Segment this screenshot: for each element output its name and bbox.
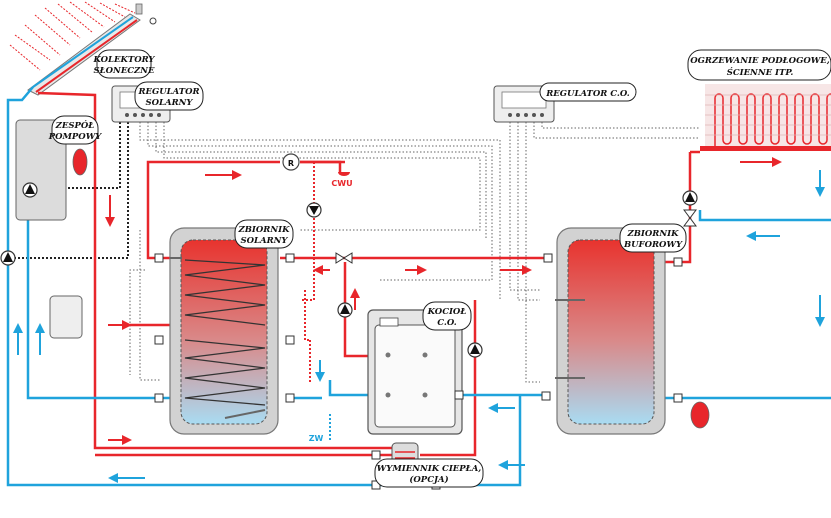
label-buffer-tank-2: BUFOROWY bbox=[623, 240, 683, 250]
regulator-r: R bbox=[282, 153, 300, 171]
label-buffer-tank-1: ZBIORNIK bbox=[627, 229, 680, 239]
solar-tank bbox=[169, 227, 279, 435]
label-cwu: CWU bbox=[331, 179, 352, 188]
label-co-regulator: REGULATOR C.O. bbox=[545, 89, 630, 99]
solar-collector bbox=[27, 3, 157, 96]
co-regulator-device bbox=[493, 85, 555, 123]
valves bbox=[154, 209, 697, 490]
hot-water-outlet bbox=[300, 160, 350, 176]
cold-pipes bbox=[6, 86, 831, 487]
label-solar-regulator-1: REGULATOR bbox=[137, 87, 199, 97]
flow-arrows bbox=[13, 157, 825, 483]
label-heating-1: OGRZEWANIE PODŁOGOWE, bbox=[690, 56, 829, 66]
boiler bbox=[367, 309, 463, 435]
label-solar-tank-1: ZBIORNIK bbox=[238, 225, 291, 235]
pump-triangles bbox=[3, 184, 695, 354]
label-collectors-2: SŁONECZNE bbox=[93, 66, 155, 76]
pump-group bbox=[15, 119, 88, 339]
label-exchanger-1: WYMIENNIK CIEPŁA, bbox=[377, 464, 482, 474]
label-heating-2: ŚCIENNE ITP. bbox=[727, 66, 794, 78]
label-zw: ZW bbox=[309, 434, 324, 443]
hot-dotted-pipes bbox=[300, 162, 315, 382]
regulator-r-label: R bbox=[288, 159, 294, 168]
label-boiler-2: C.O. bbox=[437, 318, 456, 328]
label-solar-tank-2: SOLARNY bbox=[240, 236, 288, 246]
label-boiler-1: KOCIOŁ bbox=[427, 307, 467, 317]
floor-heating-panel bbox=[700, 84, 831, 151]
expansion-vessel bbox=[690, 401, 710, 429]
label-collectors-1: KOLEKTORY bbox=[92, 55, 155, 65]
label-pump-group-1: ZESPÓŁ bbox=[55, 119, 95, 131]
label-solar-regulator-2: SOLARNY bbox=[145, 98, 193, 108]
sun-rays bbox=[9, 1, 136, 71]
label-exchanger-2: (OPCJA) bbox=[409, 474, 448, 485]
label-pump-group-2: POMPOWY bbox=[48, 132, 103, 142]
hot-pipes bbox=[37, 91, 700, 457]
buffer-tank bbox=[555, 227, 666, 435]
control-wiring bbox=[129, 122, 700, 383]
callouts bbox=[51, 49, 831, 488]
